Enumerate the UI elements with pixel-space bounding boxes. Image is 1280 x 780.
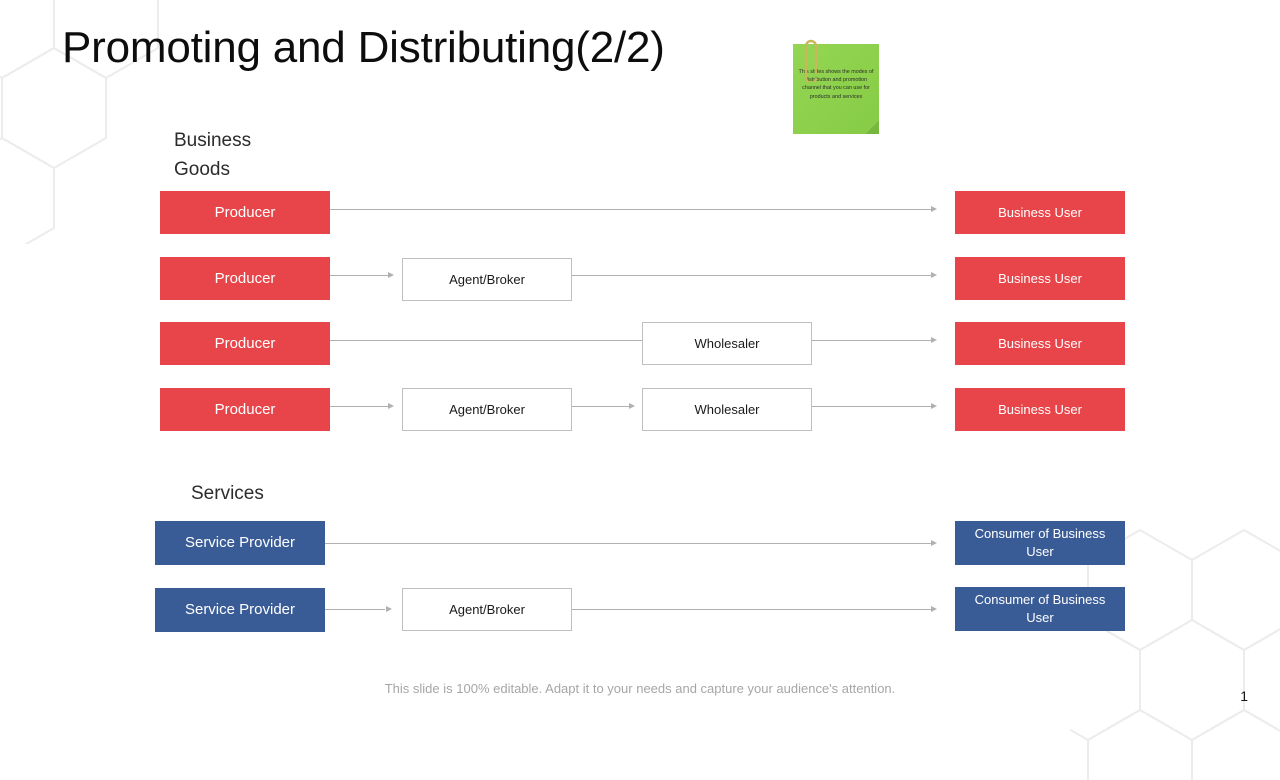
node-consumer-row5[interactable]: Consumer of Business User [955, 521, 1125, 565]
sticky-note: This slides shows the modes of distribut… [793, 39, 879, 134]
node-wholesaler-row4[interactable]: Wholesaler [642, 388, 812, 431]
connector-row4-b [572, 406, 630, 407]
node-wholesaler-row3[interactable]: Wholesaler [642, 322, 812, 365]
node-producer-row4[interactable]: Producer [160, 388, 330, 431]
connector-row3-a [330, 340, 642, 341]
connector-row2-a [330, 275, 388, 276]
arrowhead-row5 [931, 539, 937, 546]
node-service-provider-row6[interactable]: Service Provider [155, 588, 325, 632]
node-producer-row3[interactable]: Producer [160, 322, 330, 365]
arrowhead-row2-a [388, 271, 394, 278]
node-business-user-row3[interactable]: Business User [955, 322, 1125, 365]
arrowhead-row2-b [931, 271, 937, 278]
node-consumer-row6[interactable]: Consumer of Business User [955, 587, 1125, 631]
node-agent-broker-row2[interactable]: Agent/Broker [402, 258, 572, 301]
arrowhead-row4-c [931, 402, 937, 409]
node-producer-row2[interactable]: Producer [160, 257, 330, 300]
arrowhead-row4-b [629, 402, 635, 409]
node-service-provider-row5[interactable]: Service Provider [155, 521, 325, 565]
paperclip-icon [804, 39, 818, 82]
section-label-services: Services [191, 483, 264, 504]
connector-row4-c [812, 406, 932, 407]
connector-row6-b [572, 609, 932, 610]
connector-row1 [330, 209, 932, 210]
connector-row5 [325, 543, 932, 544]
arrowhead-row6-b [931, 605, 937, 612]
page-title: Promoting and Distributing(2/2) [62, 23, 665, 72]
connector-row6-a [325, 609, 385, 610]
section-label-business-goods: Business Goods [174, 130, 252, 180]
node-agent-broker-row4[interactable]: Agent/Broker [402, 388, 572, 431]
node-agent-broker-row6[interactable]: Agent/Broker [402, 588, 572, 631]
editable-footer-note: This slide is 100% editable. Adapt it to… [384, 681, 896, 696]
arrowhead-row1 [931, 205, 937, 212]
arrowhead-row4-a [388, 402, 394, 409]
connector-row4-a [330, 406, 388, 407]
arrowhead-row6-a [386, 605, 392, 612]
node-business-user-row4[interactable]: Business User [955, 388, 1125, 431]
node-business-user-row1[interactable]: Business User [955, 191, 1125, 234]
node-business-user-row2[interactable]: Business User [955, 257, 1125, 300]
sticky-note-body: This slides shows the modes of distribut… [793, 44, 879, 134]
sticky-note-fold-shadow [865, 120, 879, 134]
node-producer-row1[interactable]: Producer [160, 191, 330, 234]
page-number: 1 [1240, 688, 1248, 704]
connector-row2-b [572, 275, 932, 276]
connector-row3-b [812, 340, 932, 341]
sticky-note-text: This slides shows the modes of distribut… [798, 69, 874, 100]
arrowhead-row3 [931, 336, 937, 343]
distribution-channel-diagram: Producer Business User Producer Agent/Br… [155, 191, 1125, 632]
